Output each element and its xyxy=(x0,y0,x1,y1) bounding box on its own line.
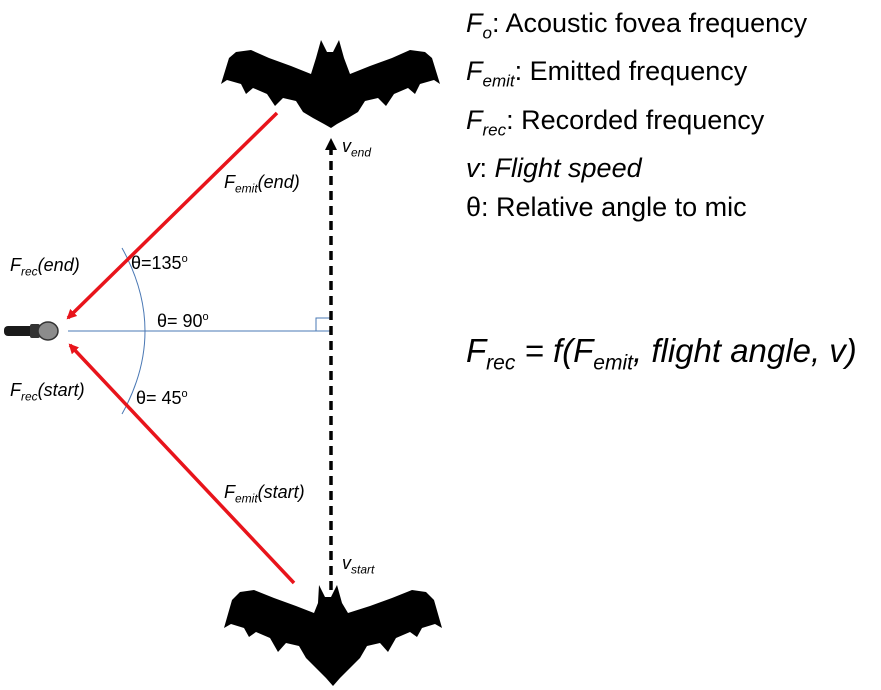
label-frec-end-sub: rec xyxy=(21,264,38,279)
label-frec-end: Frec(end) xyxy=(10,255,80,279)
label-femit-end-sym: F xyxy=(224,172,235,192)
legend-femit: Femit: Emitted frequency xyxy=(466,52,807,100)
label-theta-135: θ=135o xyxy=(131,253,188,274)
legend: Fo: Acoustic fovea frequency Femit: Emit… xyxy=(466,4,807,227)
label-v-start-sym: v xyxy=(342,553,351,573)
formula-lhs: F xyxy=(466,332,487,369)
emission-arrow-start xyxy=(68,343,296,585)
legend-femit-symbol: F xyxy=(466,56,483,87)
label-v-start-sub: start xyxy=(351,562,375,577)
label-v-end: vend xyxy=(342,136,371,160)
legend-fo: Fo: Acoustic fovea frequency xyxy=(466,4,807,52)
label-femit-start-sub: emit xyxy=(235,491,258,506)
bat-icon xyxy=(221,40,440,128)
label-frec-start: Frec(start) xyxy=(10,380,85,404)
legend-v-text: Flight speed xyxy=(494,153,642,184)
legend-femit-sub: emit xyxy=(482,71,515,91)
label-femit-end-rest: (end) xyxy=(257,172,300,192)
legend-frec-symbol: F xyxy=(466,104,483,135)
label-theta-90-text: θ= 90 xyxy=(157,311,203,331)
label-theta-45-deg: o xyxy=(181,388,188,400)
label-frec-end-sym: F xyxy=(10,255,21,275)
legend-v: v: Flight speed xyxy=(466,149,807,188)
legend-fo-symbol: F xyxy=(466,8,483,38)
legend-v-symbol: v xyxy=(466,153,480,184)
label-frec-start-sub: rec xyxy=(21,389,38,404)
bat-icon xyxy=(224,585,442,686)
formula-rest: , flight angle, v) xyxy=(632,332,857,369)
legend-femit-text: : Emitted frequency xyxy=(514,56,748,87)
legend-frec-sub: rec xyxy=(482,120,507,140)
label-theta-45-text: θ= 45 xyxy=(136,388,182,408)
formula-emit-sub: emit xyxy=(593,351,633,375)
legend-fo-text: : Acoustic fovea frequency xyxy=(491,8,808,38)
microphone-icon xyxy=(4,321,59,341)
label-femit-start-rest: (start) xyxy=(257,482,305,502)
label-frec-end-rest: (end) xyxy=(37,255,80,275)
legend-frec: Frec: Recorded frequency xyxy=(466,101,807,149)
formula-eq: = f(F xyxy=(515,332,594,369)
emission-arrow-end xyxy=(66,111,279,320)
angle-arc xyxy=(121,247,146,415)
legend-frec-text: : Recorded frequency xyxy=(506,104,765,135)
label-theta-135-deg: o xyxy=(181,253,188,265)
right-angle-marker xyxy=(315,317,331,331)
label-femit-start: Femit(start) xyxy=(224,482,305,506)
label-v-end-sub: end xyxy=(351,145,372,160)
label-frec-start-rest: (start) xyxy=(37,380,85,400)
formula: Frec = f(Femit, flight angle, v) xyxy=(466,332,857,376)
label-theta-90: θ= 90o xyxy=(157,311,209,332)
label-femit-end-sub: emit xyxy=(235,181,258,196)
legend-v-sep: : xyxy=(479,153,495,184)
label-v-start: vstart xyxy=(342,553,374,577)
legend-fo-sub: o xyxy=(482,23,492,43)
label-theta-90-deg: o xyxy=(202,311,209,323)
legend-theta-text: θ: Relative angle to mic xyxy=(466,192,747,223)
label-femit-start-sym: F xyxy=(224,482,235,502)
label-theta-45: θ= 45o xyxy=(136,388,188,409)
formula-lhs-sub: rec xyxy=(486,351,516,375)
label-theta-135-text: θ=135 xyxy=(131,253,182,273)
legend-theta: θ: Relative angle to mic xyxy=(466,188,807,227)
label-v-end-sym: v xyxy=(342,136,351,156)
label-frec-start-sym: F xyxy=(10,380,21,400)
label-femit-end: Femit(end) xyxy=(224,172,300,196)
